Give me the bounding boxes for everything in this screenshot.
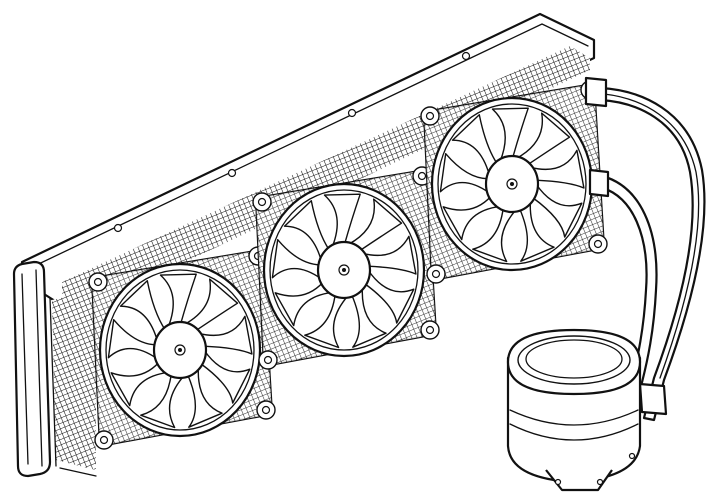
fan-blade (199, 349, 251, 404)
screw-hole (417, 171, 427, 181)
fan-blade (183, 278, 239, 332)
pump-base (545, 469, 613, 492)
screw-hole (425, 111, 435, 121)
fan-blade (323, 193, 361, 249)
tube-fitting (588, 168, 610, 198)
screw-hole (431, 269, 441, 279)
fan-blade (515, 112, 571, 166)
fan-group (88, 80, 608, 450)
fan-blade (472, 207, 517, 263)
fan-blade (531, 183, 583, 238)
radiator-end-tank (12, 260, 52, 478)
pump-head (506, 328, 642, 492)
fan-blade (439, 153, 491, 194)
fan-blade (110, 361, 169, 407)
fan-blade (361, 235, 417, 275)
tube (598, 86, 706, 422)
tube-fitting (584, 76, 608, 108)
fan-blade (107, 319, 159, 360)
fan-blade (451, 114, 498, 176)
mount-hole (113, 223, 123, 233)
coolant-tubes (584, 76, 706, 422)
fan-blade (491, 107, 529, 163)
fan-blade (271, 239, 323, 280)
fan-blade (119, 280, 166, 342)
fan-blade (140, 373, 185, 429)
screw-hole (593, 239, 603, 249)
fan-blade (529, 149, 585, 189)
fan (252, 166, 440, 370)
screw-hole (257, 197, 267, 207)
fan-blade (197, 315, 253, 355)
mount-hole (347, 108, 357, 118)
fan-blade (347, 198, 403, 252)
fan-blade (350, 286, 387, 348)
radiator-fins-side (52, 290, 96, 470)
screw-hole (261, 405, 271, 415)
screw-hole (425, 325, 435, 335)
fan-blade (442, 195, 501, 241)
fan (88, 246, 276, 450)
tube-fitting (638, 382, 668, 416)
screw-hole (263, 355, 273, 365)
screw-hole (99, 435, 109, 445)
mount-hole (461, 51, 471, 61)
fan-blade (186, 366, 223, 428)
fan-blade (304, 293, 349, 349)
fan-blade (518, 200, 555, 262)
fan (420, 80, 608, 284)
fan-blade (274, 281, 333, 327)
fan-blade (363, 269, 415, 324)
pump-top-ring (517, 335, 631, 385)
screw-hole (93, 277, 103, 287)
fan-blade (159, 273, 197, 329)
mount-hole (227, 168, 237, 178)
fan-blade (283, 200, 330, 262)
